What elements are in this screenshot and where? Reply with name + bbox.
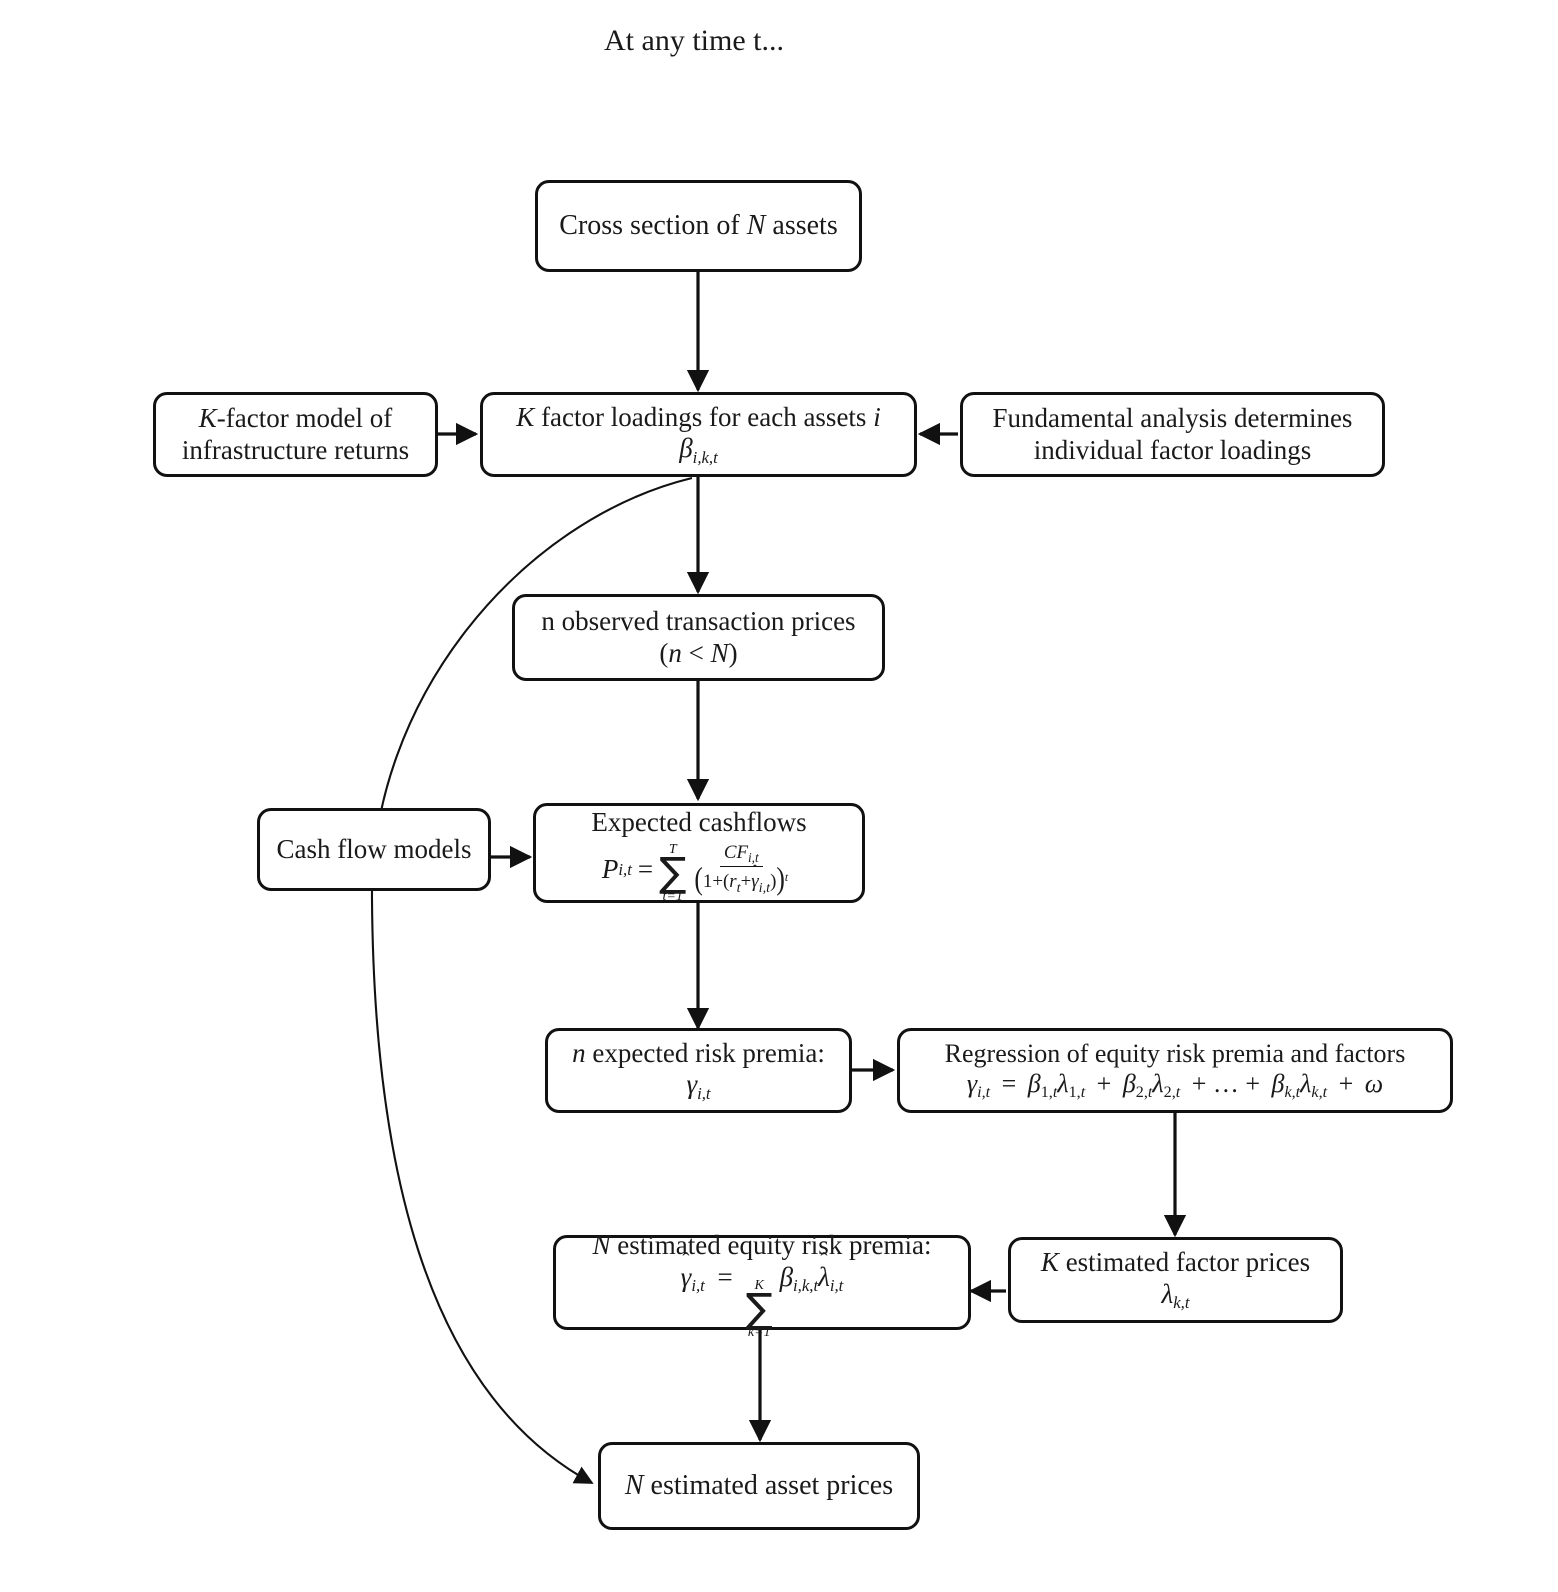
node-line-text: Fundamental analysis determines [992,402,1353,433]
diagram-title: At any time t... [604,24,784,57]
node-line-text: K estimated factor prices [1040,1247,1311,1278]
node-line-text: individual factor loadings [1033,434,1312,465]
node-line-text: Expected cashflows [591,806,807,837]
node-n-expected-risk-premia[interactable]: n expected risk premia: γi,t [545,1028,852,1113]
node-line-formula: λk,t [1161,1278,1190,1313]
node-line-formula: γi,t = β1,tλ1,t + β2,tλ2,t + … + βk,tλk,… [966,1069,1384,1102]
node-line-formula: (n < N) [659,637,738,668]
node-line-text: n expected risk premia: [572,1037,825,1068]
node-cash-flow-models[interactable]: Cash flow models [257,808,491,891]
node-line-text: K-factor model of [198,402,393,433]
node-line-text: Regression of equity risk premia and fac… [944,1038,1406,1068]
node-line-text: N estimated asset prices [624,1470,894,1502]
node-line-formula: βi,k,t [679,433,718,467]
node-line-text: Cross section of N assets [559,210,838,242]
node-k-factor-loadings[interactable]: K factor loadings for each assets i βi,k… [480,392,917,477]
node-cross-section-of-n-assets[interactable]: Cross section of N assets [535,180,862,272]
node-line-text: infrastructure returns [181,434,410,465]
node-fundamental-analysis[interactable]: Fundamental analysis determines individu… [960,392,1385,477]
node-n-observed-transaction-prices[interactable]: n observed transaction prices (n < N) [512,594,885,681]
node-k-factor-model[interactable]: K-factor model of infrastructure returns [153,392,438,477]
node-regression[interactable]: Regression of equity risk premia and fac… [897,1028,1453,1113]
node-line-text: Cash flow models [276,833,472,864]
node-line-text: n observed transaction prices [541,605,856,636]
node-line-text: N estimated equity risk premia: [592,1229,932,1260]
node-line-text: K factor loadings for each assets i [516,401,881,432]
node-line-formula: γi,t [686,1069,711,1103]
node-k-estimated-factor-prices[interactable]: K estimated factor prices λk,t [1008,1237,1343,1323]
node-n-estimated-asset-prices[interactable]: N estimated asset prices [598,1442,920,1530]
